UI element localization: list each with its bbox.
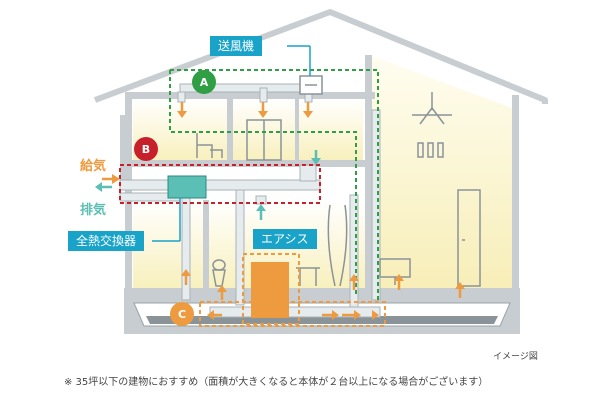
airflow-arrows (102, 102, 465, 320)
house-frame (120, 55, 519, 295)
upper-rooms (133, 99, 363, 160)
return-arrows (95, 150, 321, 220)
exhaust-label: 排気 (80, 203, 107, 218)
supply-label: 給気 (80, 159, 107, 174)
tag-pointers (152, 45, 311, 242)
footnote: ※ 35坪以下の建物におすすめ（面積が大きくなると本体が２台以上になる場合がござ… (64, 377, 489, 388)
roof (93, 9, 548, 288)
furniture (196, 92, 481, 287)
loop-a-green (169, 69, 379, 300)
loop-b-red (119, 164, 321, 204)
lower-rooms (133, 200, 365, 288)
blower-unit (299, 75, 323, 95)
aircis-tag: エアシス (253, 229, 317, 249)
image-caption: イメージ図 (493, 352, 538, 362)
blower-tag: 送風機 (210, 36, 263, 56)
ducts (119, 83, 381, 318)
loop-c-orange (199, 253, 386, 327)
heat-exchanger-tag: 全熱交換器 (68, 231, 145, 251)
aircis-unit (251, 262, 289, 318)
heat-exchanger-unit (167, 175, 207, 199)
